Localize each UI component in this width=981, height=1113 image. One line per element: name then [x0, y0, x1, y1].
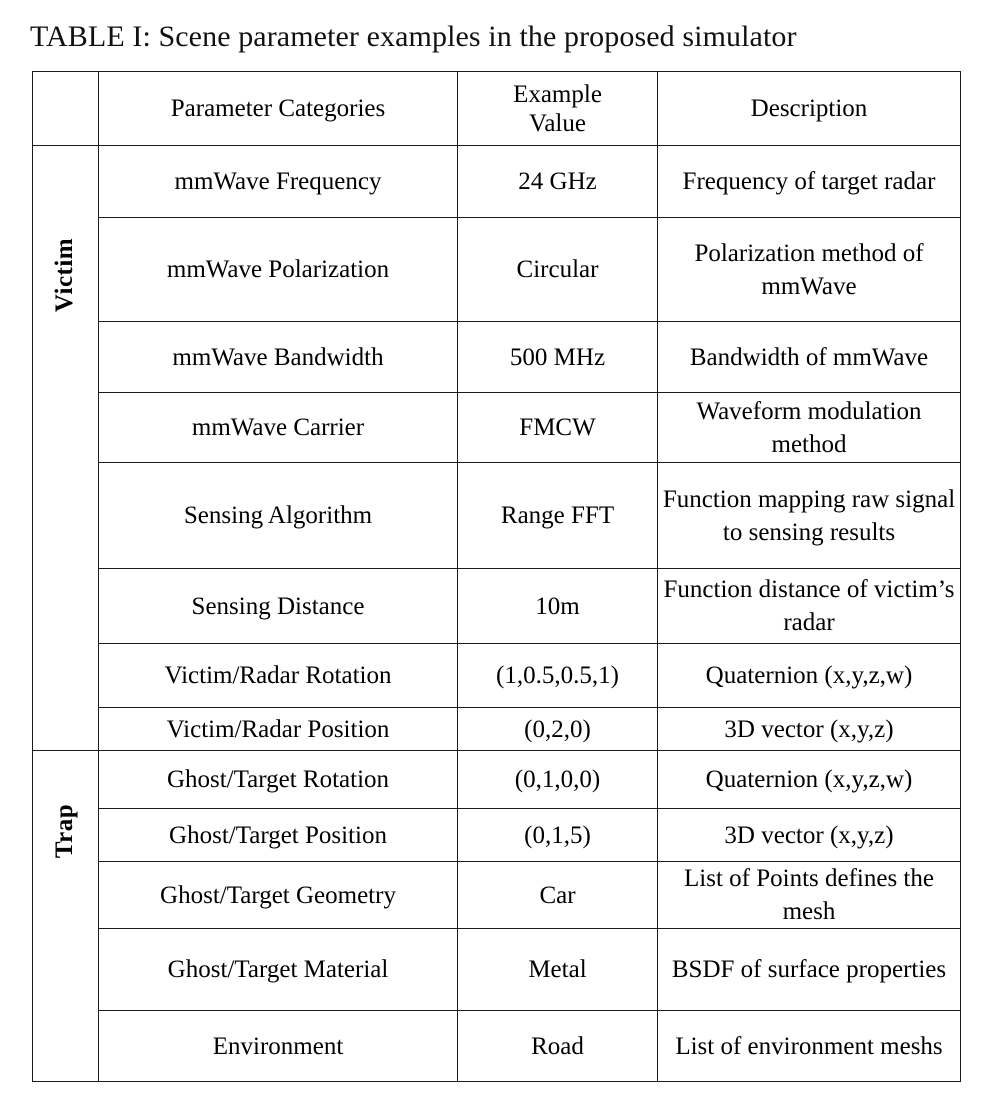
rotated-label-container: Victim [33, 146, 98, 750]
cell-value: (0,1,5) [457, 808, 658, 862]
header-parameter-categories: Parameter Categories [98, 71, 458, 146]
cell-value: Metal [457, 928, 658, 1011]
group-label-trap-text: Trap [51, 803, 79, 859]
cell-parameter: Victim/Radar Rotation [98, 643, 458, 708]
rotated-label-container: Trap [33, 751, 98, 1081]
table-row: Ghost/Target Position (0,1,5) 3D vector … [33, 808, 961, 862]
group-label-victim-text: Victim [51, 237, 79, 313]
group-label-victim: Victim [32, 145, 99, 751]
cell-parameter: mmWave Carrier [98, 392, 458, 463]
cell-parameter: Ghost/Target Material [98, 928, 458, 1011]
cell-parameter: Ghost/Target Geometry [98, 861, 458, 929]
cell-parameter: mmWave Frequency [98, 145, 458, 218]
cell-value: Circular [457, 217, 658, 322]
parameter-table-wrapper: Parameter Categories Example Value Descr… [32, 71, 961, 1082]
cell-description: List of environment meshs [657, 1010, 961, 1082]
cell-value: (1,0.5,0.5,1) [457, 643, 658, 708]
table-row: Victim mmWave Frequency 24 GHz Frequency… [32, 145, 961, 751]
table-row: mmWave Polarization Circular Polarizatio… [33, 217, 961, 322]
header-row: Parameter Categories Example Value Descr… [32, 71, 961, 146]
header-example-value: Example Value [457, 71, 658, 146]
table-body: Victim mmWave Frequency 24 GHz Frequency… [32, 145, 961, 1082]
table-row: Sensing Distance 10m Function distance o… [33, 568, 961, 644]
table-row: Victim/Radar Rotation (1,0.5,0.5,1) Quat… [33, 643, 961, 708]
cell-parameter: Ghost/Target Position [98, 808, 458, 862]
header-example-value-line1: Example [513, 80, 602, 108]
header-example-value-line2: Value [529, 109, 586, 137]
table-row: Trap Ghost/Target Rotation (0,1,0,0) Qua… [32, 750, 961, 1082]
cell-value: Car [457, 861, 658, 929]
cell-description: Quaternion (x,y,z,w) [657, 750, 961, 809]
table-header: Parameter Categories Example Value Descr… [32, 71, 961, 146]
cell-parameter: Sensing Distance [98, 568, 458, 644]
cell-value: FMCW [457, 392, 658, 463]
cell-description: Function mapping raw signal to sensing r… [657, 462, 961, 569]
cell-description: List of Points defines the mesh [657, 861, 961, 929]
cell-description: Polarization method of mmWave [657, 217, 961, 322]
cell-parameter: Victim/Radar Position [98, 707, 458, 751]
cell-value: 500 MHz [457, 321, 658, 393]
table-row: Ghost/Target Geometry Car List of Points… [33, 861, 961, 929]
cell-value: 24 GHz [457, 145, 658, 218]
header-group-blank [32, 71, 99, 146]
cell-parameter: Ghost/Target Rotation [98, 750, 458, 809]
table-row: mmWave Carrier FMCW Waveform modulation … [33, 392, 961, 463]
cell-description: 3D vector (x,y,z) [657, 707, 961, 751]
cell-value: (0,1,0,0) [457, 750, 658, 809]
cell-description: Waveform modulation method [657, 392, 961, 463]
cell-value: Road [457, 1010, 658, 1082]
scene-parameter-table: Parameter Categories Example Value Descr… [32, 71, 961, 1082]
cell-value: (0,2,0) [457, 707, 658, 751]
cell-description: BSDF of surface properties [657, 928, 961, 1011]
table-caption: TABLE I: Scene parameter examples in the… [30, 20, 797, 53]
cell-description: Bandwidth of mmWave [657, 321, 961, 393]
cell-parameter: mmWave Polarization [98, 217, 458, 322]
cell-description: 3D vector (x,y,z) [657, 808, 961, 862]
table-row: Victim/Radar Position (0,2,0) 3D vector … [33, 707, 961, 751]
table-row: Environment Road List of environment mes… [33, 1010, 961, 1082]
table-row: mmWave Bandwidth 500 MHz Bandwidth of mm… [33, 321, 961, 393]
cell-parameter: Sensing Algorithm [98, 462, 458, 569]
cell-value: 10m [457, 568, 658, 644]
cell-parameter: mmWave Bandwidth [98, 321, 458, 393]
cell-description: Frequency of target radar [657, 145, 961, 218]
table-row: Ghost/Target Material Metal BSDF of surf… [33, 928, 961, 1011]
cell-description: Function distance of victim’s radar [657, 568, 961, 644]
header-description: Description [657, 71, 961, 146]
cell-description: Quaternion (x,y,z,w) [657, 643, 961, 708]
cell-value: Range FFT [457, 462, 658, 569]
table-row: Sensing Algorithm Range FFT Function map… [33, 462, 961, 569]
cell-parameter: Environment [98, 1010, 458, 1082]
group-label-trap: Trap [32, 750, 99, 1082]
